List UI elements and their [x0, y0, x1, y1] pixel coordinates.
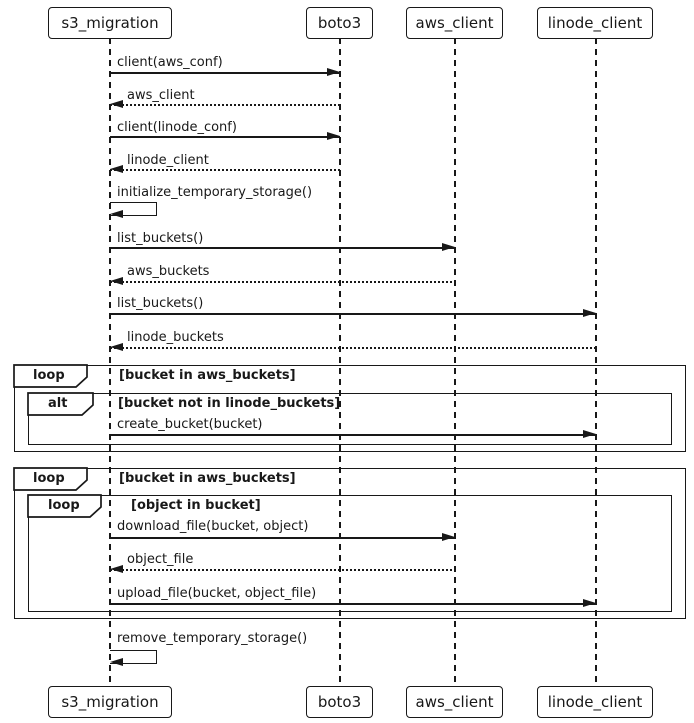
fragment-operator-pentagon — [13, 467, 89, 495]
message-line — [110, 603, 596, 605]
participant-label: linode_client — [547, 693, 643, 711]
message-label: download_file(bucket, object) — [117, 519, 309, 534]
fragment-operator-pentagon — [13, 364, 89, 392]
message-label: list_buckets() — [117, 231, 204, 246]
participant-label: boto3 — [317, 14, 362, 32]
lifeline-boto3 — [339, 38, 341, 686]
fragment-condition: [object in bucket] — [131, 498, 261, 513]
participant-bottom-s3_migration: s3_migration — [48, 686, 172, 718]
fragment-operator: alt — [48, 396, 68, 411]
participant-top-s3_migration: s3_migration — [48, 7, 172, 39]
arrow-head — [442, 243, 455, 251]
arrow-head — [583, 430, 596, 438]
message-label: aws_buckets — [127, 264, 210, 279]
fragment-operator: loop — [48, 498, 80, 513]
fragment-operator: loop — [33, 368, 65, 383]
message-line — [110, 347, 596, 349]
message-line — [110, 313, 596, 315]
participant-top-boto3: boto3 — [306, 7, 373, 39]
participant-label: s3_migration — [61, 14, 159, 32]
fragment-operator-pentagon — [27, 494, 103, 522]
lifeline-linode_client — [595, 38, 597, 686]
participant-bottom-aws_client: aws_client — [406, 686, 503, 718]
message-label: aws_client — [127, 88, 195, 103]
participant-bottom-boto3: boto3 — [306, 686, 373, 718]
arrow-head — [442, 533, 455, 541]
message-label: client(linode_conf) — [117, 120, 237, 135]
fragment-operator: loop — [33, 471, 65, 486]
lifeline-s3_migration — [109, 38, 111, 686]
arrow-head — [110, 658, 123, 666]
message-line — [110, 281, 455, 283]
arrow-head — [110, 165, 123, 173]
participant-label: aws_client — [415, 14, 494, 32]
participant-bottom-linode_client: linode_client — [537, 686, 653, 718]
message-line — [110, 104, 340, 106]
participant-label: s3_migration — [61, 693, 159, 711]
message-label: initialize_temporary_storage() — [117, 185, 313, 200]
arrow-head — [583, 309, 596, 317]
participant-top-aws_client: aws_client — [406, 7, 503, 39]
self-message-loop — [110, 650, 157, 664]
fragment-condition: [bucket not in linode_buckets] — [118, 396, 341, 411]
message-line — [110, 537, 455, 539]
lifeline-aws_client — [454, 38, 456, 686]
message-label: remove_temporary_storage() — [117, 631, 308, 646]
participant-top-linode_client: linode_client — [537, 7, 653, 39]
arrow-head — [327, 132, 340, 140]
participant-label: linode_client — [547, 14, 643, 32]
fragment-condition: [bucket in aws_buckets] — [119, 471, 296, 486]
fragment-loop-buckets: loop [bucket in aws_buckets] — [13, 364, 686, 452]
arrow-head — [110, 100, 123, 108]
arrow-head — [110, 565, 123, 573]
message-line — [110, 569, 455, 571]
message-label: object_file — [127, 552, 194, 567]
self-message-loop — [110, 202, 157, 216]
message-line — [110, 434, 596, 436]
participant-label: aws_client — [415, 693, 494, 711]
message-line — [110, 247, 455, 249]
participant-label: boto3 — [317, 693, 362, 711]
arrow-head — [110, 277, 123, 285]
arrow-head — [110, 343, 123, 351]
message-line — [110, 136, 340, 138]
arrow-head — [110, 210, 123, 218]
message-label: client(aws_conf) — [117, 55, 223, 70]
message-label: create_bucket(bucket) — [117, 417, 263, 432]
message-label: upload_file(bucket, object_file) — [117, 586, 317, 601]
arrow-head — [583, 599, 596, 607]
arrow-head — [327, 68, 340, 76]
message-label: linode_client — [127, 153, 209, 168]
message-line — [110, 72, 340, 74]
fragment-operator-pentagon — [27, 392, 95, 420]
fragment-condition: [bucket in aws_buckets] — [119, 368, 296, 383]
message-line — [110, 169, 340, 171]
message-label: list_buckets() — [117, 296, 204, 311]
fragment-loop-buckets-copy: loop [bucket in aws_buckets] — [13, 467, 686, 619]
fragment-alt-bucket-missing: alt [bucket not in linode_buckets] — [27, 392, 672, 445]
message-label: linode_buckets — [127, 330, 224, 345]
fragment-loop-objects: loop [object in bucket] — [27, 494, 672, 612]
